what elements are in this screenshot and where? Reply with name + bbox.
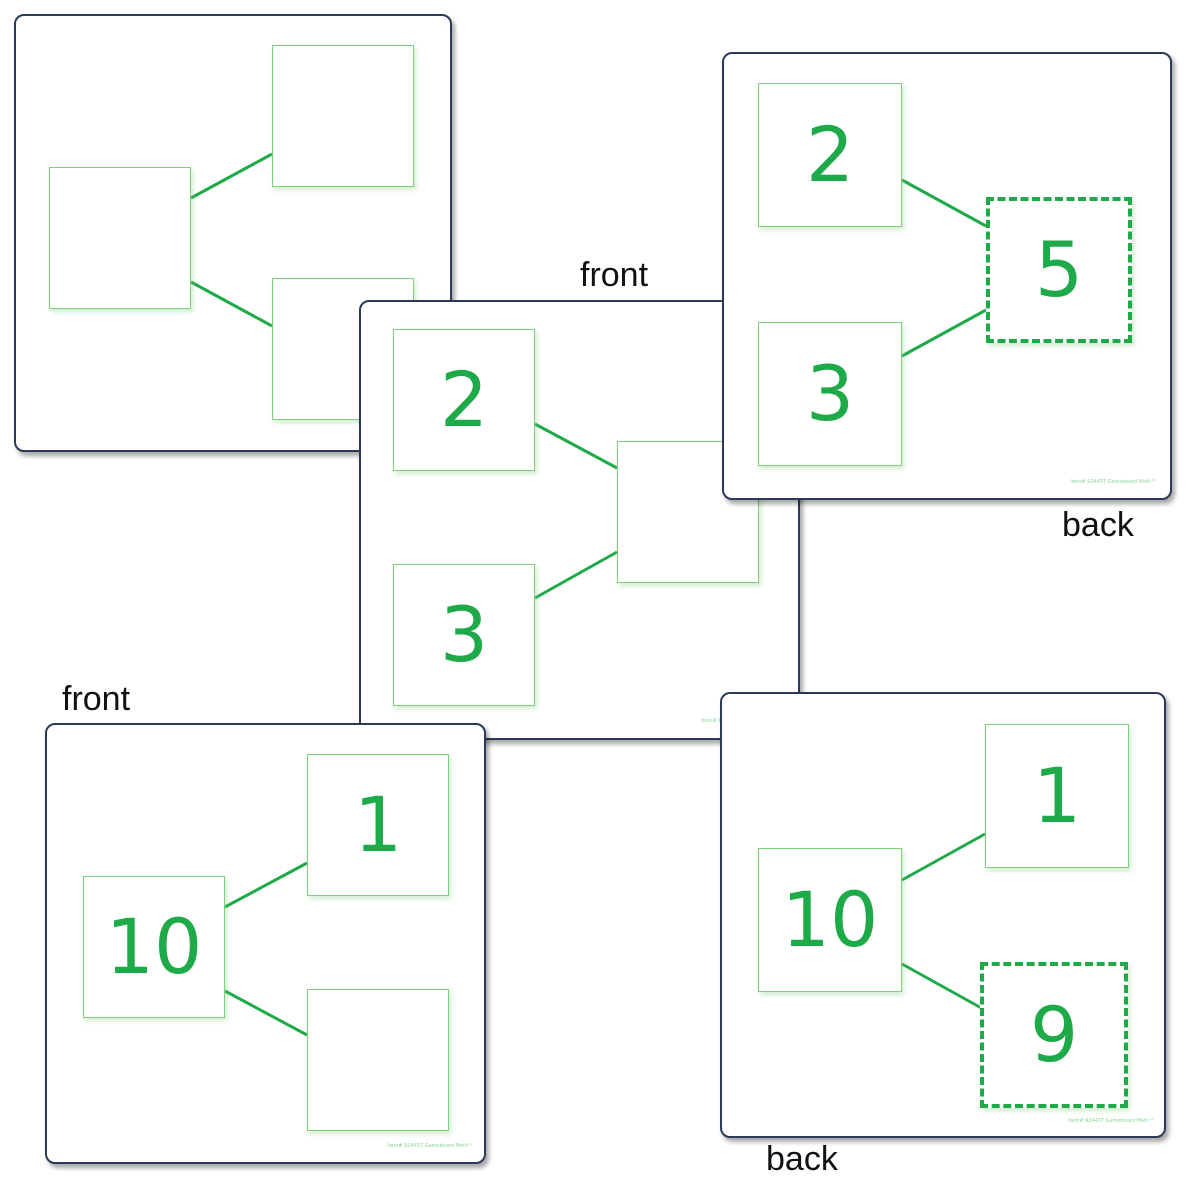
connector-lines [224, 861, 308, 1037]
part-box-top[interactable] [272, 45, 414, 187]
part-box-top[interactable]: 1 [985, 724, 1129, 868]
brand-mark: Item# 92445T Gameboard Math™ [1070, 479, 1157, 485]
whole-box-answer[interactable]: 5 [986, 197, 1132, 343]
connector-lines [901, 178, 987, 358]
part-box-bottom[interactable]: 3 [393, 564, 535, 706]
part-box-bottom[interactable] [307, 989, 449, 1131]
brand-mark: Item# 92445T Gameboard Math™ [387, 1143, 474, 1149]
label-back-top-right: back [1062, 506, 1134, 544]
part-box-bottom[interactable]: 3 [758, 322, 902, 466]
label-front-bottom-left: front [62, 680, 131, 718]
whole-box[interactable]: 10 [83, 876, 225, 1018]
board-bottom-right: 10 1 9 Item# 92445T Gameboard Math™ [720, 692, 1166, 1138]
board-bottom-left: 10 1 Item# 92445T Gameboard Math™ [45, 723, 486, 1164]
part-box-top[interactable]: 1 [307, 754, 449, 896]
connector-lines [901, 832, 986, 1012]
part-box-top[interactable]: 2 [758, 83, 902, 227]
connector-lines [534, 422, 618, 600]
connector-lines [190, 152, 273, 328]
part-box-bottom-answer[interactable]: 9 [980, 962, 1128, 1108]
brand-mark: Item# 92445T Gameboard Math™ [1068, 1118, 1155, 1124]
whole-box[interactable]: 10 [758, 848, 902, 992]
part-box-top[interactable]: 2 [393, 329, 535, 471]
label-front-middle: front [580, 256, 649, 294]
whole-box[interactable] [49, 167, 191, 309]
board-top-right: 2 3 5 Item# 92445T Gameboard Math™ [722, 52, 1172, 500]
label-back-bottom-right: back [766, 1140, 838, 1178]
